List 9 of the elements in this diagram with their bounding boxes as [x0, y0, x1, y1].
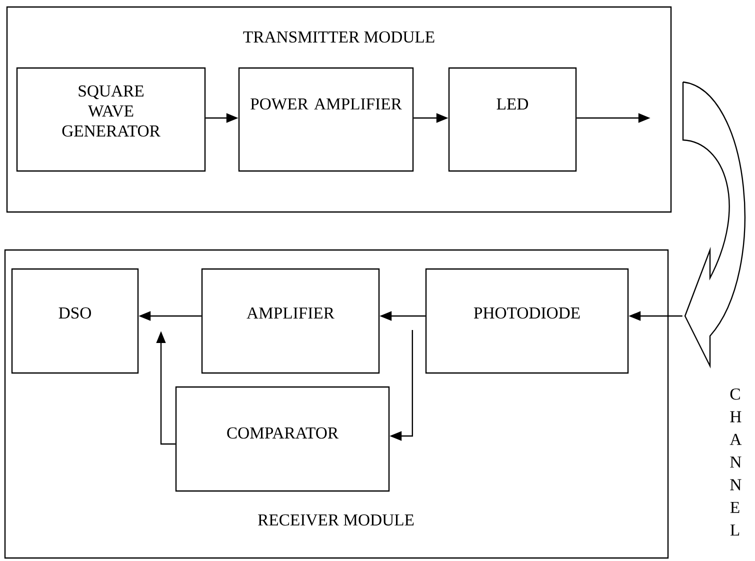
process-box: COMPARATOR: [175, 386, 390, 492]
process-box: LED: [448, 67, 577, 172]
process-box: POWER AMPLIFIER: [238, 67, 414, 172]
process-box: AMPLIFIER: [201, 268, 380, 374]
process-box: SQUARE WAVE GENERATOR: [16, 67, 206, 172]
process-box: PHOTODIODE: [425, 268, 629, 374]
process-box: DSO: [11, 268, 139, 374]
vertical-label: CHANNEL: [730, 388, 742, 536]
arrow-shape: [682, 81, 746, 367]
